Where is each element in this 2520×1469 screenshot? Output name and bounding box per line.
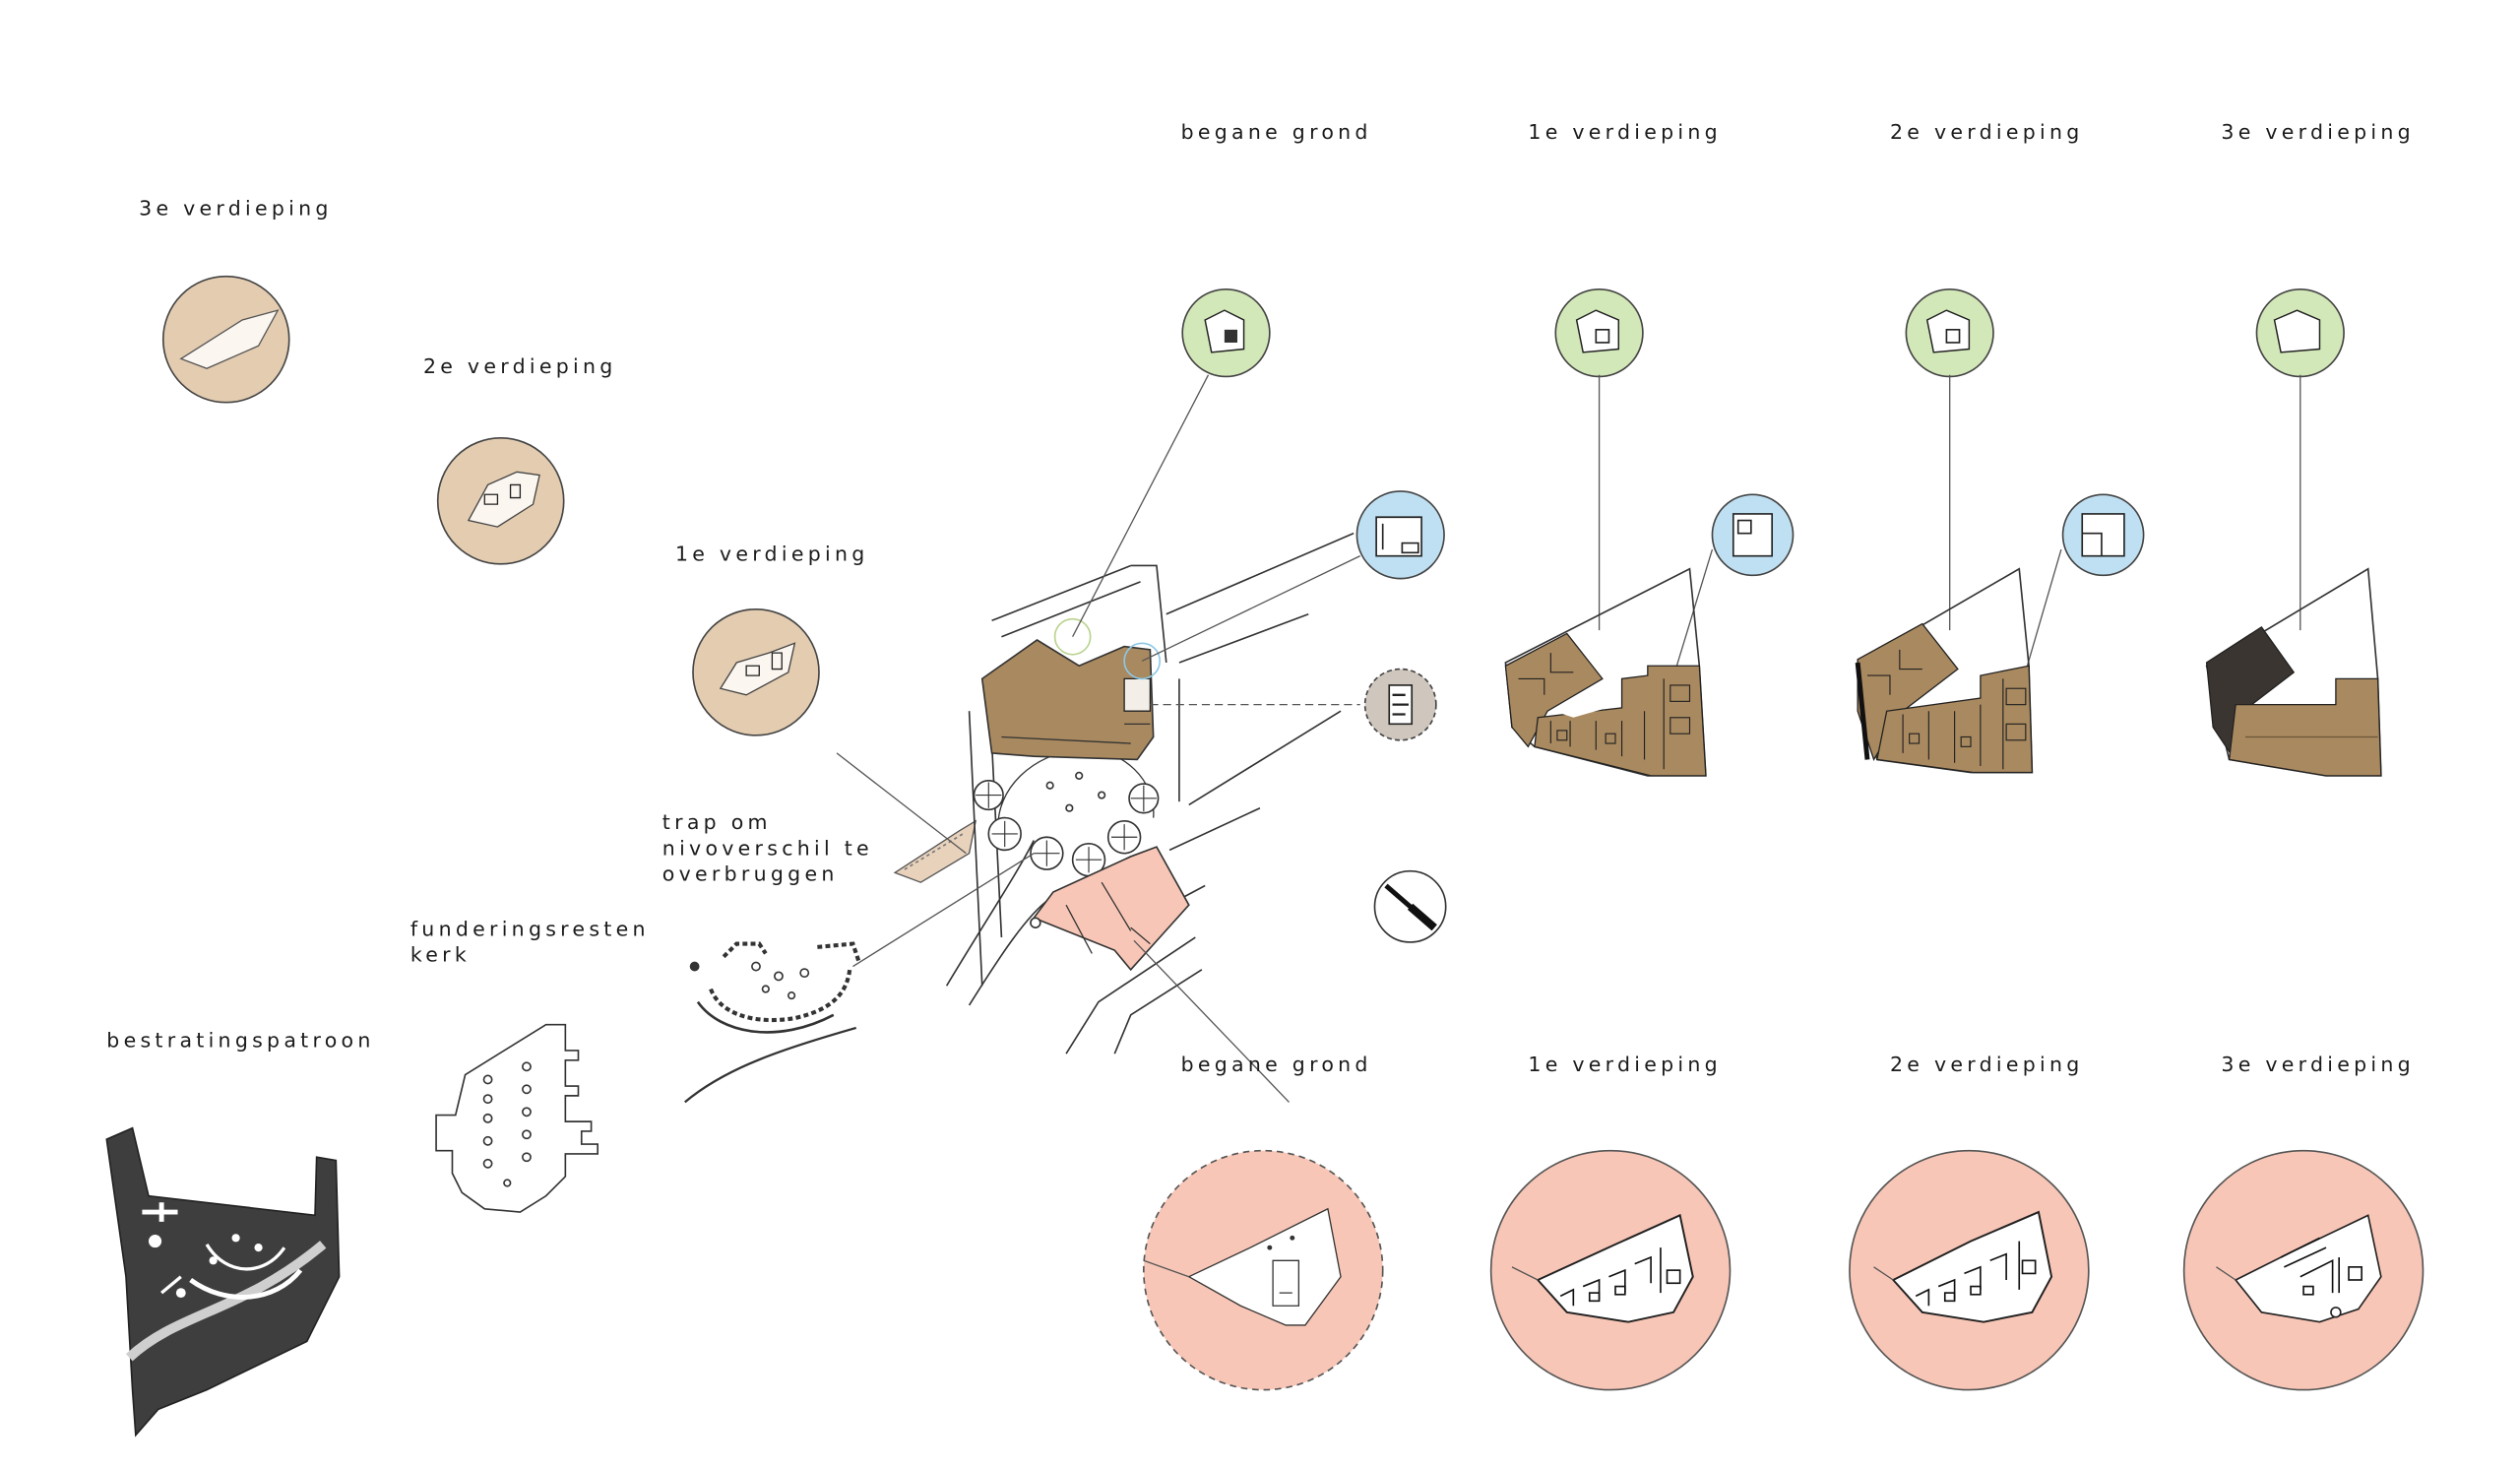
trap-element xyxy=(893,819,977,883)
label-top-begane-grond: begane grond xyxy=(1180,119,1372,145)
trap-drawing xyxy=(684,941,861,1104)
salmon-circle-1e-verdieping xyxy=(1489,1149,1732,1391)
label-bestratingspatroon: bestratingspatroon xyxy=(106,1027,375,1053)
site-plan xyxy=(945,532,1354,1054)
salmon-circle-3e-verdieping xyxy=(2182,1149,2425,1391)
label-bottom-3e-verdieping: 3e verdieping xyxy=(2221,1052,2415,1077)
tan-circle-1e-verdieping xyxy=(692,607,820,736)
funderingsresten-kerk-drawing xyxy=(435,1023,598,1213)
floorplan-1e-verdieping xyxy=(1504,374,1714,777)
salmon-circle-begane-grond xyxy=(1143,1149,1384,1391)
label-bottom-2e-verdieping: 2e verdieping xyxy=(1889,1052,2084,1077)
north-arrow-icon xyxy=(1373,869,1447,943)
blue-circle-1e-verdieping xyxy=(1711,493,1795,577)
label-top-3e-verdieping: 3e verdieping xyxy=(2221,119,2415,145)
label-top-1e-verdieping: 1e verdieping xyxy=(1528,119,1722,145)
label-funderingsresten: funderingsresten kerk xyxy=(410,917,653,969)
label-left-3e-verdieping: 3e verdieping xyxy=(139,195,333,221)
tan-circle-3e-verdieping xyxy=(161,275,290,404)
label-left-2e-verdieping: 2e verdieping xyxy=(422,353,617,379)
leader-lines xyxy=(836,374,1361,1103)
label-trap-line1: trap om xyxy=(662,809,772,834)
green-circle-3e-verdieping xyxy=(2255,287,2345,378)
label-trap-line3: overbruggen xyxy=(662,861,839,886)
blue-circle-2e-verdieping xyxy=(2061,493,2145,577)
blue-circle-begane-grond xyxy=(1355,490,1445,580)
label-trap-line2: nivoverschil te xyxy=(662,835,873,861)
floorplan-2e-verdieping xyxy=(1855,374,2062,774)
green-circle-2e-verdieping xyxy=(1905,287,1994,378)
salmon-building-plan xyxy=(1030,846,1190,972)
label-top-2e-verdieping: 2e verdieping xyxy=(1889,119,2084,145)
label-funderingsresten-line1: funderingsresten xyxy=(410,916,650,941)
tan-circle-2e-verdieping xyxy=(436,436,565,565)
bestratingspatroon-drawing xyxy=(105,1126,341,1437)
salmon-circle-2e-verdieping xyxy=(1849,1149,2090,1391)
label-left-1e-verdieping: 1e verdieping xyxy=(674,541,869,566)
label-bottom-begane-grond: begane grond xyxy=(1180,1052,1372,1077)
label-bottom-1e-verdieping: 1e verdieping xyxy=(1528,1052,1722,1077)
brown-building-plan xyxy=(980,617,1162,761)
green-circle-begane-grond xyxy=(1181,287,1271,378)
label-trap: trap om nivoverschil te overbruggen xyxy=(662,809,905,887)
grey-circle-detail xyxy=(1363,668,1437,741)
green-circle-1e-verdieping xyxy=(1554,287,1644,378)
label-funderingsresten-line2: kerk xyxy=(410,941,471,967)
floorplan-3e-verdieping xyxy=(2205,374,2382,777)
